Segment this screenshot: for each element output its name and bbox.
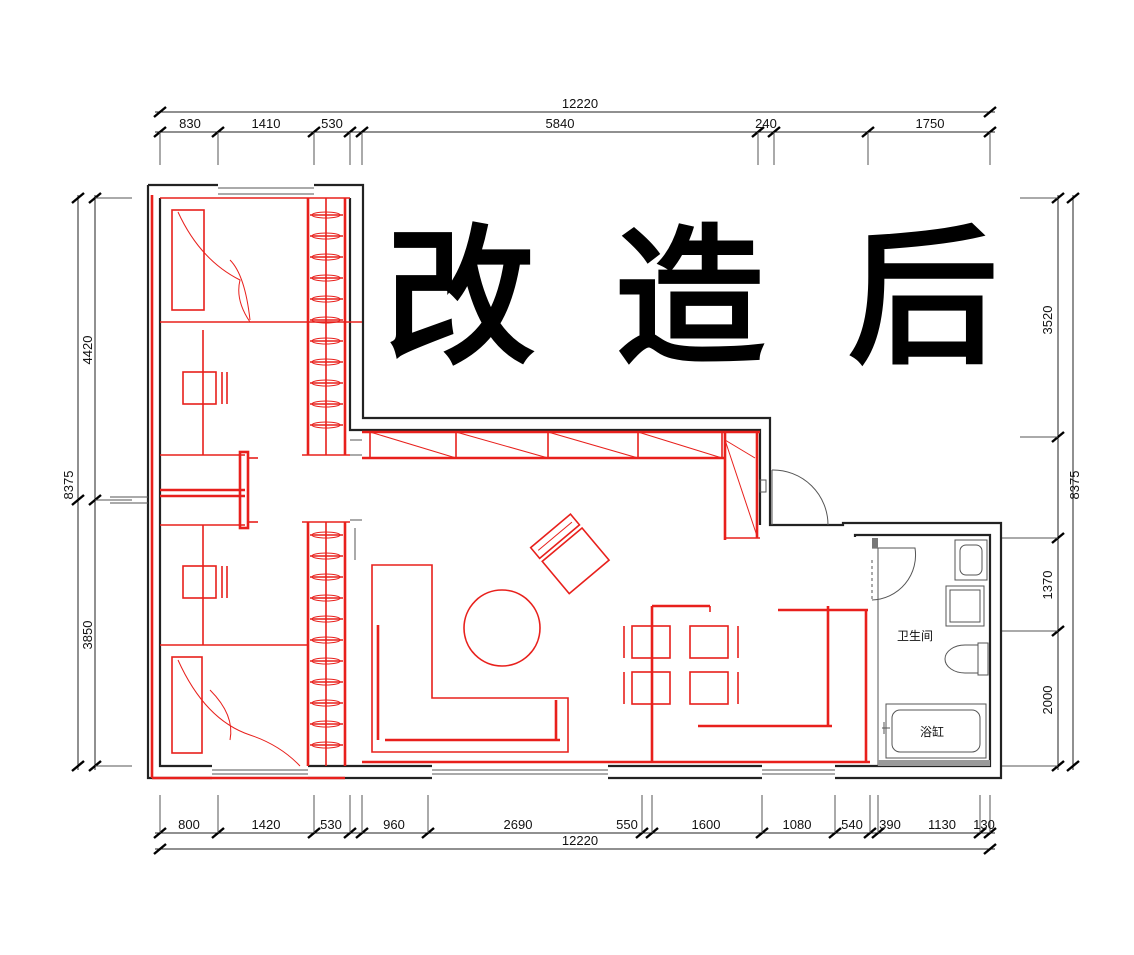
renovation-overlay	[150, 195, 870, 780]
top-segment-dimension: 1750	[916, 116, 945, 131]
right-dimension-middle: 1370	[1040, 571, 1055, 600]
lower-wardrobe	[302, 521, 350, 766]
title-char-2: 造	[615, 212, 765, 386]
top-segment-dimension: 240	[755, 116, 777, 131]
armchair	[529, 513, 611, 595]
title-char-1: 改	[385, 212, 535, 386]
top-dimensions: 12220 830 1410 530 5840 240 1750	[153, 96, 997, 165]
top-cabinet-run	[362, 430, 760, 540]
upper-desk	[182, 371, 217, 405]
sofa	[362, 564, 870, 764]
top-segment-dimension: 530	[321, 116, 343, 131]
lower-bed	[171, 656, 203, 754]
top-segment-dimension: 5840	[546, 116, 575, 131]
top-total-dimension: 12220	[562, 96, 598, 111]
top-segment-dimension: 830	[179, 116, 201, 131]
coffee-table	[463, 589, 541, 667]
dining-set	[623, 604, 739, 762]
bottom-segment-dimension: 530	[320, 817, 342, 832]
top-segment-dimension: 1410	[252, 116, 281, 131]
bottom-segment-dimension: 2690	[504, 817, 533, 832]
left-total-dimension: 8375	[61, 471, 76, 500]
lower-desk	[182, 565, 217, 599]
left-dimension-upper: 4420	[80, 336, 95, 365]
bottom-dimensions: 12220 800 1420 530 960 2690 550 1600 1080 540 390…	[153, 795, 997, 855]
bathroom-label: 卫生间	[897, 629, 933, 643]
left-dimension-lower: 3850	[80, 621, 95, 650]
bottom-segment-dimension: 130	[973, 817, 995, 832]
upper-wardrobe	[302, 198, 350, 456]
bottom-segment-dimension: 800	[178, 817, 200, 832]
bottom-segment-dimension: 1600	[692, 817, 721, 832]
title-char-3: 后	[848, 212, 998, 386]
right-cabinet	[698, 606, 868, 762]
left-dimensions: 8375 4420 3850	[61, 192, 132, 772]
bottom-segment-dimension: 1420	[252, 817, 281, 832]
bottom-segment-dimension: 1080	[783, 817, 812, 832]
right-dimensions: 3520 8375 1370 2000	[1000, 192, 1082, 772]
bottom-segment-dimension: 540	[841, 817, 863, 832]
upper-bed	[171, 209, 205, 311]
bottom-total-dimension: 12220	[562, 833, 598, 848]
right-dimension-lower: 2000	[1040, 686, 1055, 715]
bottom-segment-dimension: 550	[616, 817, 638, 832]
bottom-segment-dimension: 390	[879, 817, 901, 832]
bathtub-label: 浴缸	[920, 724, 944, 739]
right-dimension-upper: 3520	[1040, 306, 1055, 335]
right-total-dimension: 8375	[1067, 471, 1082, 500]
bottom-segment-dimension: 1130	[928, 817, 956, 832]
building-walls	[110, 183, 1003, 780]
bottom-segment-dimension: 960	[383, 817, 405, 832]
